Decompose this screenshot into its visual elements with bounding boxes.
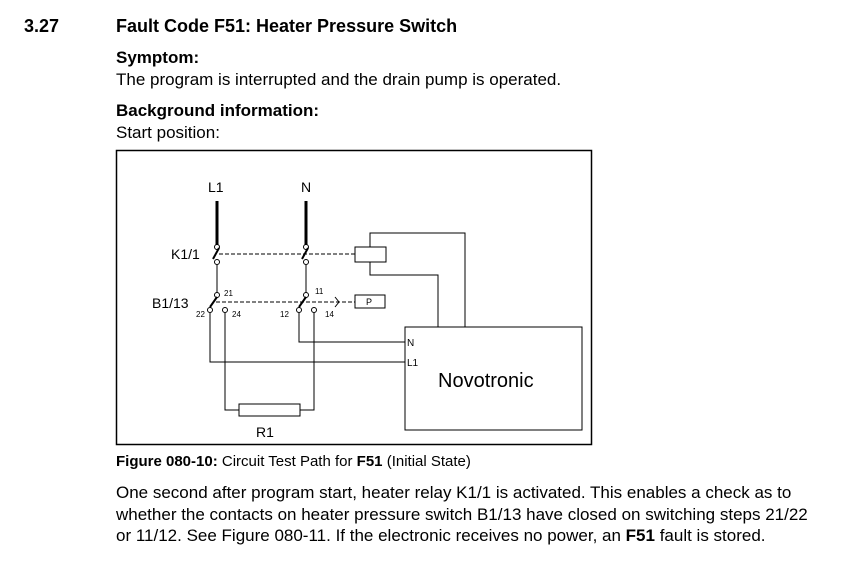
- svg-text:P: P: [366, 297, 372, 307]
- svg-text:21: 21: [224, 289, 233, 298]
- svg-text:22: 22: [196, 310, 205, 319]
- pressure-switch-box: [354, 294, 386, 309]
- section-title: Fault Code F51: Heater Pressure Switch: [116, 16, 458, 36]
- background-heading: Background information:: [116, 101, 320, 120]
- label-b1: B1/13: [152, 295, 189, 311]
- svg-text:L1: L1: [407, 358, 419, 369]
- label-n: N: [301, 179, 311, 195]
- label-r1: R1: [256, 424, 274, 440]
- background-text: Start position:: [116, 123, 220, 142]
- svg-text:12: 12: [280, 310, 289, 319]
- symptom-heading: Symptom:: [116, 48, 200, 67]
- label-k1: K1/1: [171, 246, 200, 262]
- svg-text:11: 11: [315, 287, 324, 296]
- figure-frame: [115, 149, 593, 446]
- explanation-paragraph: One second after program start, heater r…: [116, 483, 808, 545]
- svg-text:14: 14: [325, 310, 334, 319]
- label-l1: L1: [208, 179, 224, 195]
- novotronic-box: [404, 326, 583, 431]
- section-number: 3.27: [24, 16, 60, 36]
- svg-text:24: 24: [232, 310, 241, 319]
- novotronic-label: Novotronic: [438, 370, 534, 392]
- figure-caption: Figure 080-10: Circuit Test Path for F51…: [116, 453, 471, 470]
- relay-coil: [354, 246, 387, 263]
- svg-text:N: N: [407, 338, 414, 349]
- symptom-text: The program is interrupted and the drain…: [116, 70, 562, 89]
- resistor-r1: [238, 403, 301, 417]
